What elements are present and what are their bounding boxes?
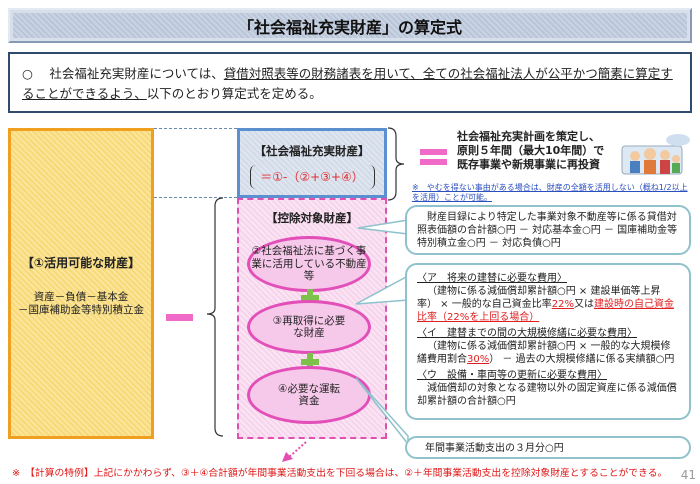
text: （建物に係る減価償却累計額○円 × 一般的な大規模修繕費用割合: [417, 341, 671, 365]
intro-pre: 社会福祉充実財産については、: [49, 66, 224, 81]
intro-post: 以下のとおり算定式を定める。: [146, 86, 322, 101]
page-title: 「社会福祉充実財産」の算定式: [8, 8, 692, 43]
equals-icon-bottom: [420, 159, 447, 165]
intro-box: ○ 社会福祉充実財産については、貸借対照表等の財務諸表を用いて、全ての社会福祉法…: [8, 52, 692, 113]
bullet: ○: [22, 66, 33, 81]
formula-line: 資産－負債－基本金: [33, 291, 129, 303]
red-note: 建設時の自己資金比率（22%を上回る場合）: [417, 299, 674, 323]
section-i-title: 〈イ 建替までの間の大規模修繕に必要な費用〉: [417, 328, 637, 339]
enrichment-heading: 【社会福祉充実財産】: [254, 144, 370, 158]
pct-22: 22%: [551, 299, 574, 310]
family-illustration-icon: [621, 134, 690, 175]
text: 又は: [573, 299, 594, 310]
section-a-text: （建物に係る減価償却累計額○円 × 建設単価等上昇率） × 一般的な自己資金比率…: [417, 285, 679, 324]
footnote: ※ 【計算の特例】上記にかかわらず、③＋④合計額が年間事業活動支出を下回る場合は…: [12, 468, 668, 479]
section-u-text: 減価償却の対象となる建物以外の固定資産に係る減価償却累計額の合計額○円: [417, 383, 677, 407]
section-a-title: 〈ア 将来の建替に必要な費用〉: [417, 273, 567, 284]
callout-item-4: 年間事業活動支出の３月分○円: [405, 436, 691, 459]
intro-underlined: 貸借対照表等の財務諸表を用いて、全ての社会福祉法人が公平かつ簡素に算定することが…: [22, 66, 673, 101]
section-u-title: 〈ウ 設備・車両等の更新に必要な費用〉: [417, 370, 607, 381]
brace-icon: [206, 197, 224, 437]
connector-line-top: [154, 128, 237, 129]
connector-line-bottom: [154, 197, 237, 198]
available-assets-box: 【①活用可能な財産】 資産－負債－基本金 －国庫補助金等特別積立金: [8, 128, 154, 439]
plus-icon: [301, 289, 319, 307]
minus-icon: [166, 314, 193, 321]
text: ） － 過去の大規模修繕に係る実績額○円: [489, 354, 675, 365]
page-number: 41: [680, 468, 696, 482]
brace-right-icon: [387, 127, 405, 201]
deduction-item-3: ③再取得に必要な財産: [247, 300, 371, 354]
plan-line: 既存事業や新規事業に再投資: [457, 158, 600, 171]
dotted-arrow-icon: [282, 441, 307, 462]
callout-item-2: 財産目録により特定した事業対象不動産等に係る貸借対照表価額の合計額○円 － 対応…: [405, 205, 691, 255]
plan-line: 社会福祉充実計画を策定し、: [457, 130, 600, 143]
text: （建物に係る減価償却累計額○円 × 建設単価等上昇率） × 一般的な自己資金比率: [417, 286, 661, 310]
pct-30: 30%: [467, 354, 490, 365]
deduction-heading: 【控除対象財産】: [266, 211, 358, 225]
plan-note: ※ やむを得ない事由がある場合は、財産の全額を活用しない（概ね1/2以上を活用）…: [412, 183, 688, 202]
callout-item-3: 〈ア 将来の建替に必要な費用〉 （建物に係る減価償却累計額○円 × 建設単価等上…: [405, 263, 691, 420]
plan-line: 原則５年間（最大10年間）で: [457, 144, 605, 157]
enrichment-formula: ＝①-（②+③+④）: [249, 165, 375, 189]
section-i-text: （建物に係る減価償却累計額○円 × 一般的な大規模修繕費用割合30%） － 過去…: [417, 340, 679, 366]
plus-icon: [301, 353, 319, 371]
equals-icon-top: [420, 149, 447, 155]
formula-line: －国庫補助金等特別積立金: [18, 304, 144, 316]
enrichment-box: 【社会福祉充実財産】 ＝①-（②+③+④）: [237, 128, 387, 198]
available-formula: 資産－負債－基本金 －国庫補助金等特別積立金: [11, 291, 151, 317]
plan-text: 社会福祉充実計画を策定し、 原則５年間（最大10年間）で 既存事業や新規事業に再…: [457, 130, 604, 172]
available-heading: 【①活用可能な財産】: [21, 256, 141, 270]
